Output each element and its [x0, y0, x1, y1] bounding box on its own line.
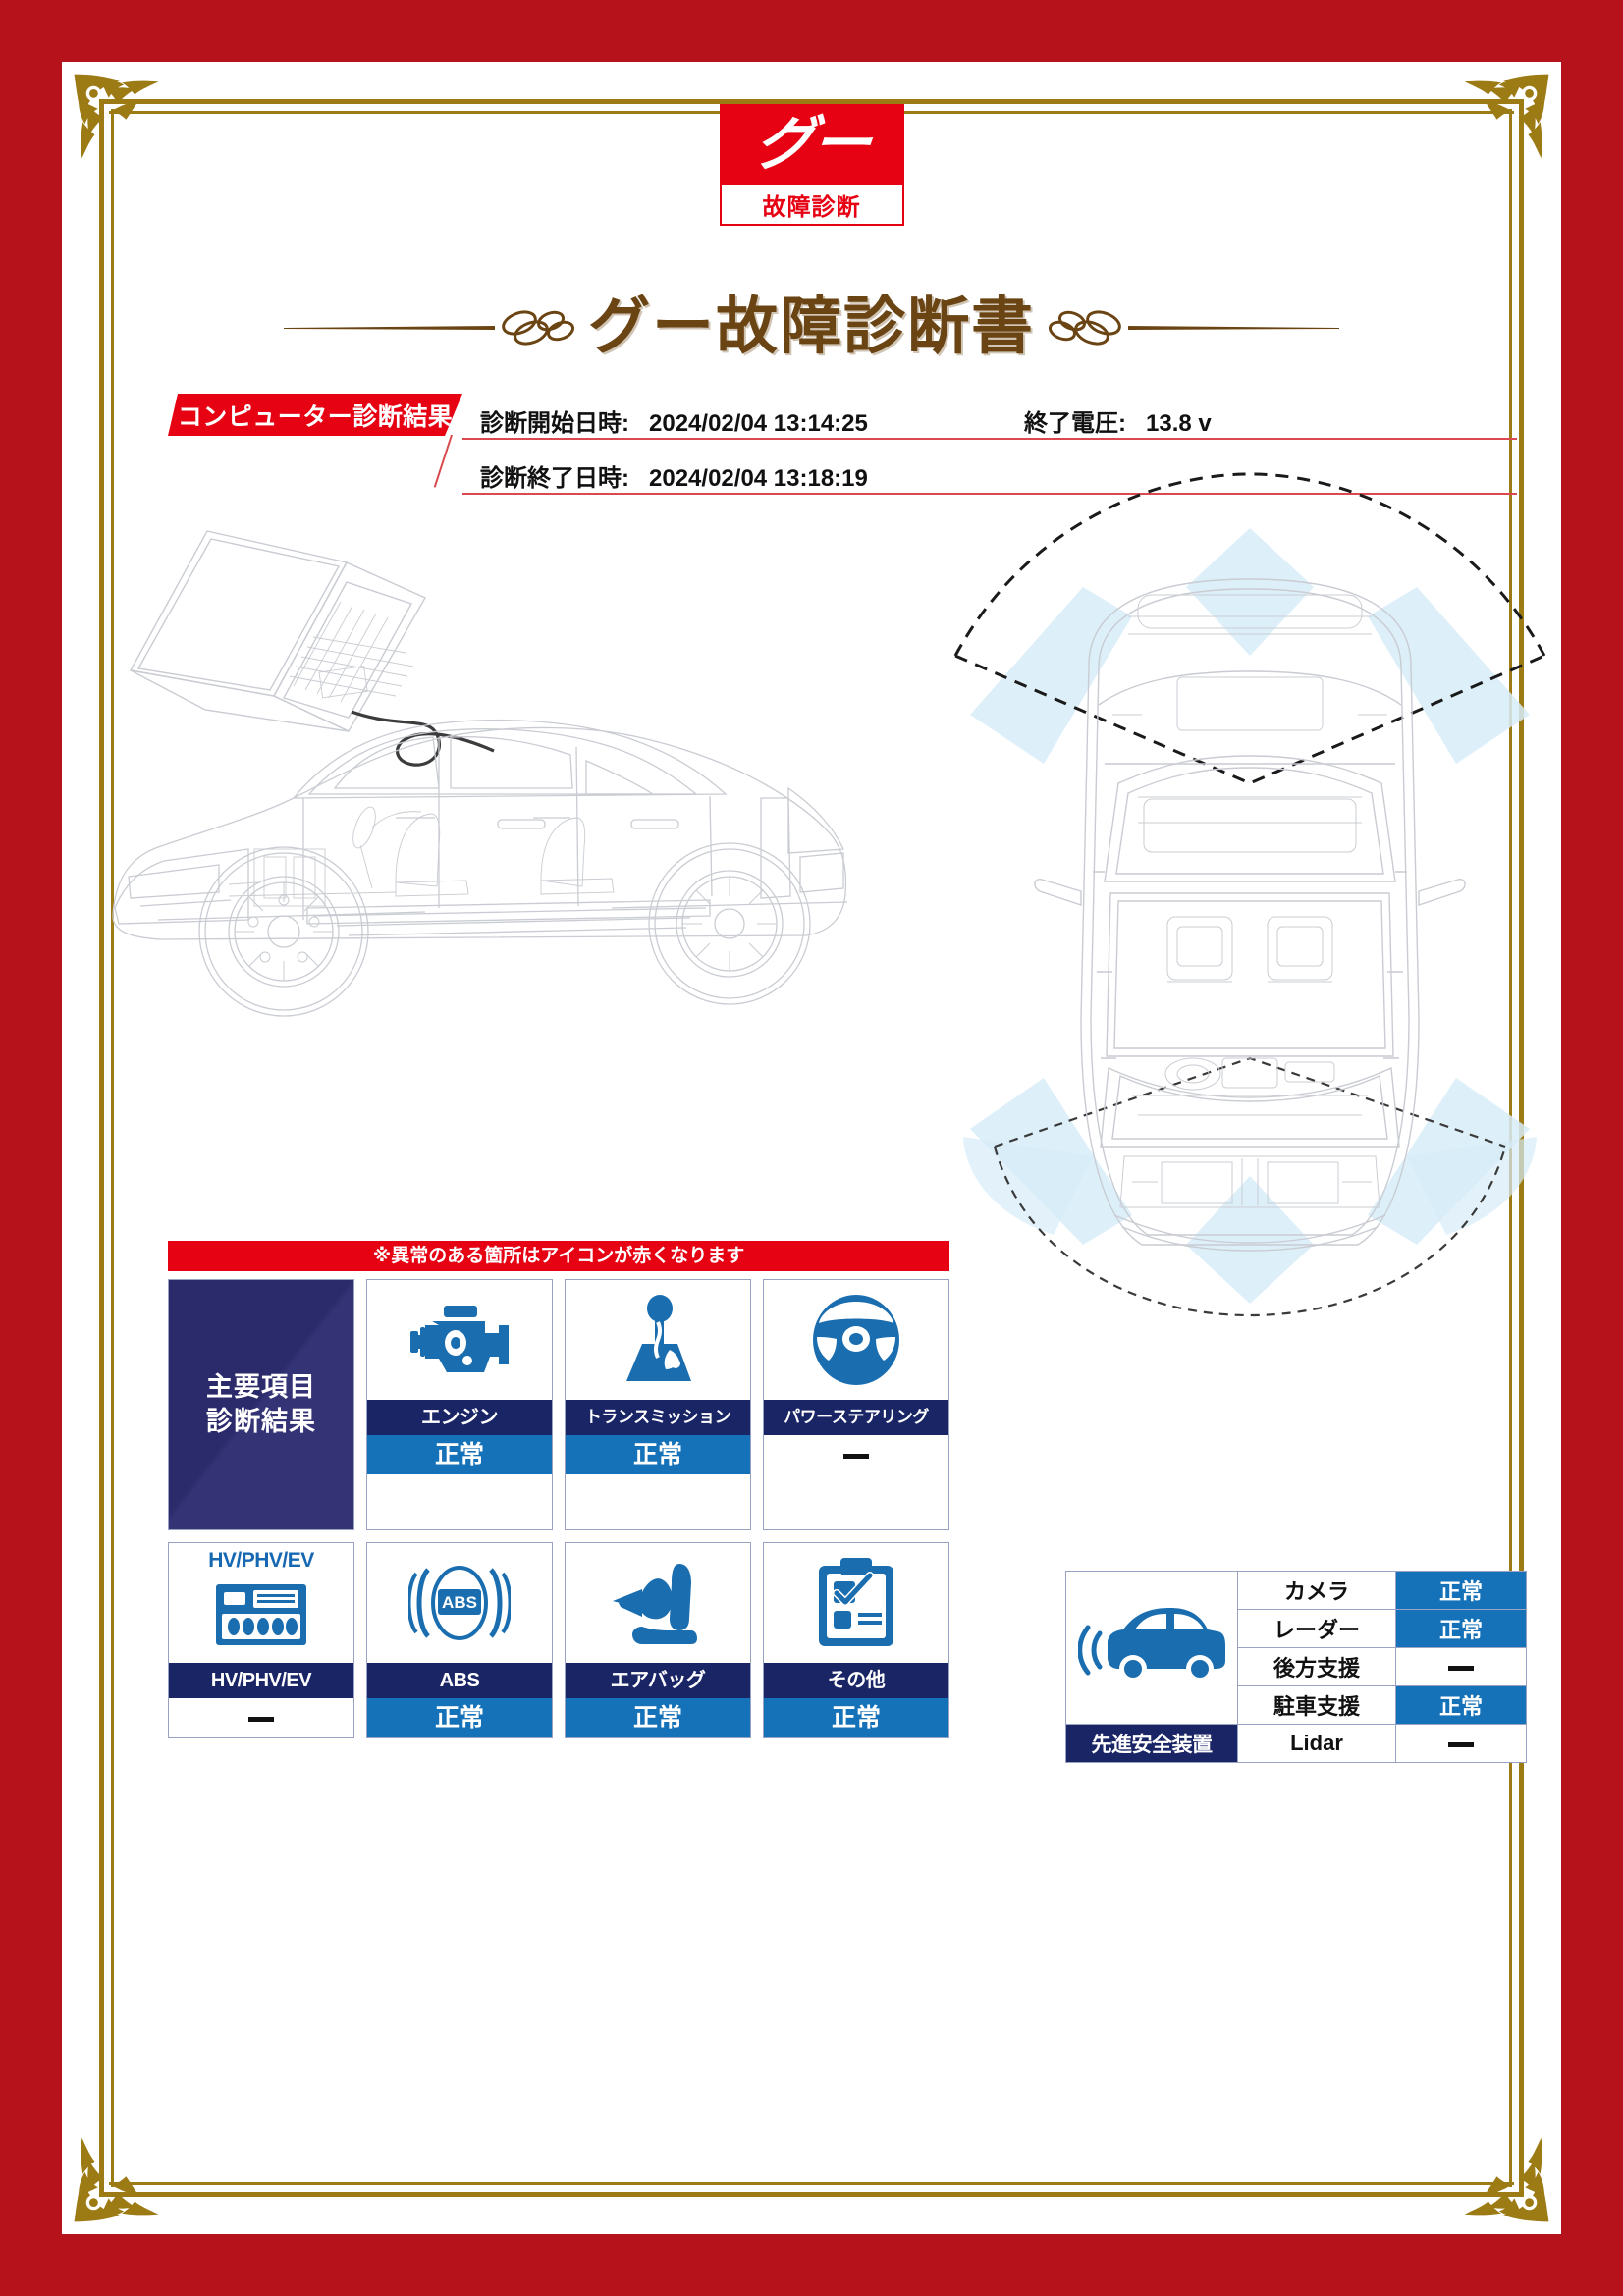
- corner-flourish-ornament-icon: [1464, 2137, 1549, 2222]
- diagnostic-end-label: 診断終了日時:: [480, 465, 629, 492]
- gold-rule-left-inner: [111, 109, 114, 2187]
- result-item-label: エアバッグ: [566, 1663, 750, 1698]
- gold-rule-bottom-inner: [109, 2182, 1514, 2185]
- status-dash-icon: [843, 1453, 869, 1459]
- main-diagnostic-results: ※異常のある箇所はアイコンが赤くなります 主要項目 診断結果: [168, 1241, 953, 1738]
- status-dash-icon: [1448, 1665, 1474, 1671]
- title-flourish-left-icon: [284, 310, 575, 346]
- page-title: グー故障診断書: [588, 292, 1035, 361]
- end-voltage-value: 13.8 v: [1146, 410, 1212, 437]
- results-row-1: 主要項目 診断結果: [168, 1279, 953, 1530]
- safety-row-label: Lidar: [1237, 1724, 1396, 1763]
- diagnostic-start-value: 2024/02/04 13:14:25: [649, 410, 868, 437]
- document-content: グー 故障診断 グー故障診断書: [62, 62, 1561, 2234]
- result-item-label: HV/PHV/EV: [169, 1663, 353, 1698]
- diagnostic-rule-2: [462, 493, 1517, 495]
- result-item-status: 正常: [566, 1435, 750, 1474]
- safety-row-label: 後方支援: [1237, 1647, 1396, 1686]
- page-title-row: グー故障診断書: [62, 284, 1561, 370]
- airbag-seat-icon: [566, 1543, 750, 1663]
- status-dash-icon: [1448, 1741, 1474, 1747]
- result-item-other[interactable]: その他 正常: [763, 1542, 949, 1738]
- safety-row-label: レーダー: [1237, 1609, 1396, 1648]
- status-dash-icon: [248, 1716, 274, 1722]
- safety-table-caption: 先進安全装置: [1065, 1724, 1238, 1763]
- result-item-status: 正常: [367, 1435, 552, 1474]
- main-results-panel-line2: 診断結果: [206, 1407, 316, 1436]
- safety-row-status: 正常: [1395, 1571, 1527, 1610]
- advanced-safety-table: カメラ 正常 レーダー 正常 後方支援 駐車支援 正常: [1065, 1571, 1527, 1763]
- car-top-wireframe-icon: [953, 472, 1546, 1317]
- abnormal-icon-note: ※異常のある箇所はアイコンが赤くなります: [168, 1241, 949, 1271]
- logo-subtitle-text: 故障診断: [762, 193, 861, 221]
- computer-diagnostic-banner-label: コンピューター診断結果: [177, 402, 454, 431]
- certificate-paper: グー 故障診断 グー故障診断書: [62, 62, 1561, 2234]
- main-results-panel: 主要項目 診断結果: [168, 1279, 354, 1530]
- diagnostic-start-label: 診断開始日時:: [480, 410, 629, 437]
- result-item-power-steering[interactable]: パワーステアリング: [763, 1279, 949, 1530]
- result-item-label: トランスミッション: [566, 1400, 750, 1435]
- diagnostic-rule-1: [462, 438, 1517, 440]
- goo-logo: グー 故障診断: [719, 104, 904, 226]
- steering-wheel-icon: [764, 1280, 948, 1400]
- result-item-status: [169, 1698, 353, 1737]
- safety-row-status: [1395, 1724, 1527, 1763]
- result-item-label: その他: [764, 1663, 948, 1698]
- end-voltage-label: 終了電圧:: [1024, 410, 1126, 437]
- diagnostic-end: 診断終了日時: 2024/02/04 13:18:19: [480, 458, 868, 493]
- diagnostic-end-value: 2024/02/04 13:18:19: [649, 465, 868, 492]
- diagnostic-start: 診断開始日時: 2024/02/04 13:14:25: [480, 403, 868, 438]
- safety-row-status: 正常: [1395, 1685, 1527, 1725]
- results-row-2: HV/PHV/EV: [168, 1542, 953, 1738]
- engine-icon: [367, 1280, 552, 1400]
- result-item-hv-phv-ev[interactable]: HV/PHV/EV: [168, 1542, 354, 1738]
- result-item-label: パワーステアリング: [764, 1400, 948, 1435]
- safety-row-status: 正常: [1395, 1609, 1527, 1648]
- result-item-airbag[interactable]: エアバッグ 正常: [565, 1542, 751, 1738]
- abs-icon: ABS: [367, 1543, 552, 1663]
- hv-battery-icon: HV/PHV/EV: [169, 1543, 353, 1663]
- result-item-status: [764, 1435, 948, 1474]
- result-item-label: エンジン: [367, 1400, 552, 1435]
- safety-row-label: カメラ: [1237, 1571, 1396, 1610]
- logo-subtitle: 故障診断: [719, 185, 904, 226]
- corner-flourish-ornament-icon: [74, 74, 159, 159]
- result-item-label: ABS: [367, 1663, 552, 1698]
- car-sensor-icon: [1065, 1571, 1238, 1725]
- gold-rule-top: [99, 99, 1524, 104]
- result-item-transmission[interactable]: トランスミッション 正常: [565, 1279, 751, 1530]
- end-voltage: 終了電圧: 13.8 v: [1024, 403, 1212, 438]
- safety-row-label: 駐車支援: [1237, 1685, 1396, 1725]
- diagnostic-header: コンピューター診断結果 診断開始日時: 2024/02/04 13:14:25 …: [168, 390, 1517, 498]
- clipboard-check-icon: [764, 1543, 948, 1663]
- corner-flourish-ornament-icon: [1464, 74, 1549, 159]
- hv-icon-caption: HV/PHV/EV: [208, 1549, 314, 1572]
- logo-mark-text: グー: [750, 110, 873, 179]
- logo-mark: グー: [719, 104, 904, 185]
- banner-diagonal-rule: [433, 434, 453, 488]
- car-side-wireframe-icon: [112, 530, 848, 1017]
- sensor-cone-group: [963, 528, 1537, 1304]
- result-item-status: 正常: [367, 1698, 552, 1737]
- transmission-icon: [566, 1280, 750, 1400]
- main-results-panel-line1: 主要項目: [206, 1372, 316, 1403]
- corner-flourish-ornament-icon: [74, 2137, 159, 2222]
- result-item-engine[interactable]: エンジン 正常: [366, 1279, 553, 1530]
- result-item-abs[interactable]: ABS ABS 正常: [366, 1542, 553, 1738]
- svg-text:ABS: ABS: [442, 1593, 477, 1612]
- safety-row-status: [1395, 1647, 1527, 1686]
- vehicle-illustrations: [62, 472, 1561, 1338]
- gold-rule-bottom: [99, 2192, 1524, 2197]
- gold-rule-left: [99, 99, 104, 2197]
- title-flourish-right-icon: [1048, 310, 1339, 346]
- result-item-status: 正常: [764, 1698, 948, 1737]
- computer-diagnostic-banner: コンピューター診断結果: [168, 394, 462, 436]
- result-item-status: 正常: [566, 1698, 750, 1737]
